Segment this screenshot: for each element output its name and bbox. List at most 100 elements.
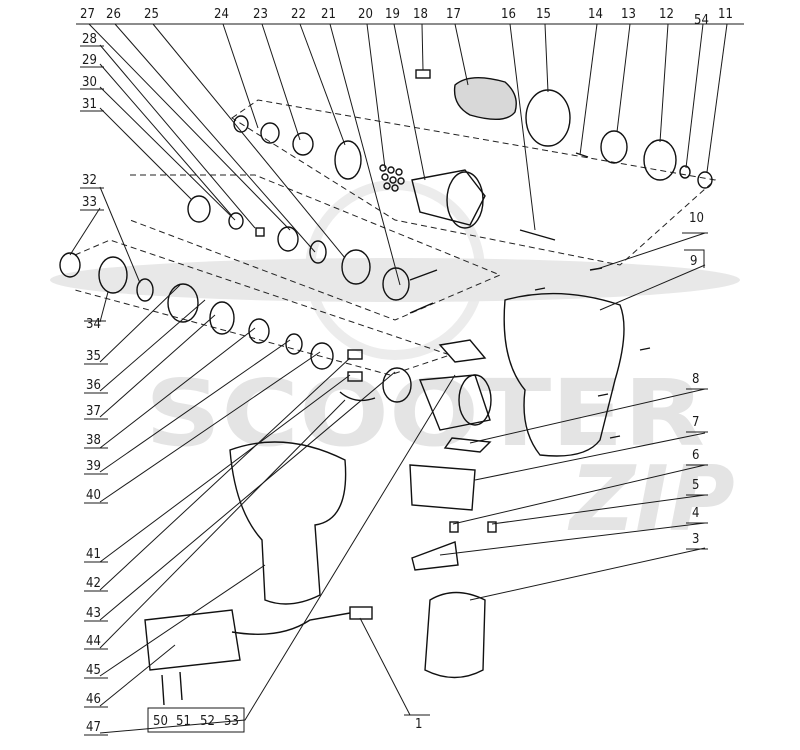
part-plug-pins: [161, 671, 183, 706]
label-13: 13: [621, 7, 636, 22]
label-26: 26: [106, 7, 121, 22]
part-washer-54: [679, 165, 691, 179]
part-pin-29: [255, 227, 265, 237]
part-cover-4: [411, 541, 459, 571]
part-gear-housing-19: [411, 169, 486, 226]
part-ring-37: [209, 301, 235, 335]
part-gear-30: [228, 212, 244, 230]
watermark: SCOOTER ZIP: [50, 180, 740, 552]
label-37: 37: [86, 404, 101, 419]
part-pin-a: [409, 269, 438, 281]
part-housing-left-45: [229, 441, 347, 605]
label-8: 8: [692, 372, 699, 387]
label-47: 47: [86, 720, 101, 735]
guide-upper: [231, 99, 717, 266]
label-6: 6: [692, 448, 699, 463]
part-gear-39: [285, 333, 303, 355]
part-motor-face: [458, 374, 492, 426]
label-51: 51: [176, 714, 191, 729]
label-17: 17: [446, 7, 461, 22]
label-35: 35: [86, 349, 101, 364]
part-planet-gears-27: [309, 240, 327, 264]
label-23: 23: [253, 7, 268, 22]
label-31: 31: [82, 97, 97, 112]
part-pin-b: [409, 302, 434, 314]
part-cord: [231, 612, 351, 635]
label-52: 52: [200, 714, 215, 729]
part-battery-3: [424, 591, 486, 679]
label-30: 30: [82, 75, 97, 90]
part-carrier-31: [187, 195, 211, 223]
watermark-bar: [50, 258, 740, 302]
right-labels: 10 9 8 7 6 5 4 3 1: [404, 211, 708, 732]
label-50: 50: [153, 714, 168, 729]
label-53: 53: [224, 714, 239, 729]
label-22: 22: [291, 7, 306, 22]
leader-lines: [69, 23, 728, 734]
part-sleeve-23: [292, 132, 314, 156]
box-frame: [147, 707, 245, 733]
part-switch-plate: [438, 339, 487, 363]
label-15: 15: [536, 7, 551, 22]
label-20: 20: [358, 7, 373, 22]
part-motor: [419, 374, 491, 431]
part-gear-32: [136, 278, 154, 302]
part-gear-33: [59, 252, 81, 278]
label-45: 45: [86, 663, 101, 678]
part-plate-40: [310, 342, 334, 370]
part-housing-right-9: [503, 292, 625, 457]
part-cap-11: [697, 171, 713, 189]
part-contact-6: [449, 521, 459, 533]
label-38: 38: [86, 433, 101, 448]
part-bearing-38: [248, 318, 270, 344]
part-ring-22: [334, 140, 362, 180]
part-spindle-16: [519, 229, 556, 241]
label-54: 54: [694, 13, 709, 28]
label-16: 16: [501, 7, 516, 22]
left-labels: 28 29 30 31 32 33 34 35 36 37 38 39 40 4…: [80, 32, 108, 736]
label-42: 42: [86, 576, 101, 591]
part-charger: [144, 609, 241, 671]
label-29: 29: [82, 53, 97, 68]
part-screw-41: [347, 349, 363, 360]
assembly-guides: [74, 99, 717, 376]
top-labels: 27 26 25 24 23 22 21 20 19 18 17 16 15 1…: [76, 7, 744, 28]
label-39: 39: [86, 459, 101, 474]
part-contact-5: [487, 521, 497, 533]
label-18: 18: [413, 7, 428, 22]
part-bearing-24: [260, 122, 280, 144]
part-gear-housing-face: [446, 171, 484, 229]
part-screw-18: [415, 69, 431, 79]
label-5: 5: [692, 478, 699, 493]
label-44: 44: [86, 634, 101, 649]
part-wire-44: [339, 391, 376, 402]
part-balls-20: [379, 164, 405, 192]
part-switch-7: [409, 464, 476, 511]
label-32: 32: [82, 173, 97, 188]
part-carrier-28: [277, 226, 299, 252]
guide-middle: [129, 174, 502, 321]
label-46: 46: [86, 692, 101, 707]
part-ring-35: [167, 283, 199, 323]
part-mount-43: [382, 367, 412, 403]
part-cover-17: [453, 77, 517, 120]
label-36: 36: [86, 378, 101, 393]
part-ring-gear-26: [341, 249, 371, 285]
label-24: 24: [214, 7, 229, 22]
part-ring-12: [643, 139, 677, 181]
label-1: 1: [415, 717, 422, 732]
watermark-text-main: SCOOTER: [145, 360, 705, 467]
part-o-ring-21: [382, 267, 410, 301]
label-14: 14: [588, 7, 603, 22]
label-43: 43: [86, 606, 101, 621]
label-21: 21: [321, 7, 336, 22]
label-19: 19: [385, 7, 400, 22]
label-4: 4: [692, 506, 699, 521]
guide-lower: [74, 239, 452, 376]
charger-parts-box: 50 51 52 53: [147, 707, 245, 733]
label-25: 25: [144, 7, 159, 22]
part-pin-14: [575, 152, 589, 158]
label-7: 7: [692, 415, 699, 430]
label-28: 28: [82, 32, 97, 47]
